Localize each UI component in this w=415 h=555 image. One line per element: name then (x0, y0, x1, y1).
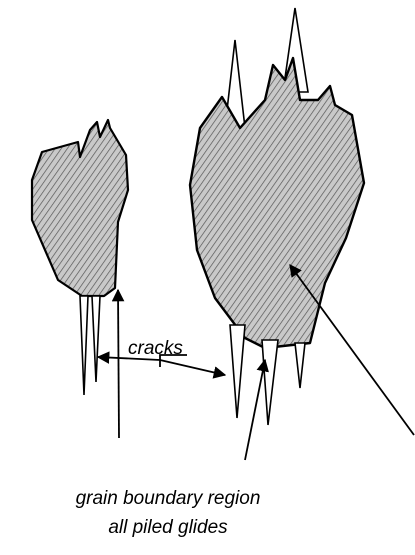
boundary-arrow (245, 360, 265, 460)
lower-crack-3 (295, 343, 305, 388)
left-crack-1 (80, 296, 88, 395)
cracks-label: cracks (128, 338, 183, 359)
lower-crack-2 (262, 340, 278, 425)
right-grain-body (190, 58, 364, 348)
left-crack-2 (92, 296, 100, 382)
region-label-line2: all piled glides (108, 517, 228, 538)
left-grain-body (32, 120, 128, 296)
grain-pointer-arrow (290, 265, 414, 435)
left-grain (32, 120, 128, 395)
right-grain (190, 8, 364, 425)
cracks-arrow-right (160, 360, 225, 375)
lower-crack-1 (230, 325, 245, 418)
region-label-line1: grain boundary region (76, 488, 261, 509)
vertical-arrow (118, 290, 119, 438)
